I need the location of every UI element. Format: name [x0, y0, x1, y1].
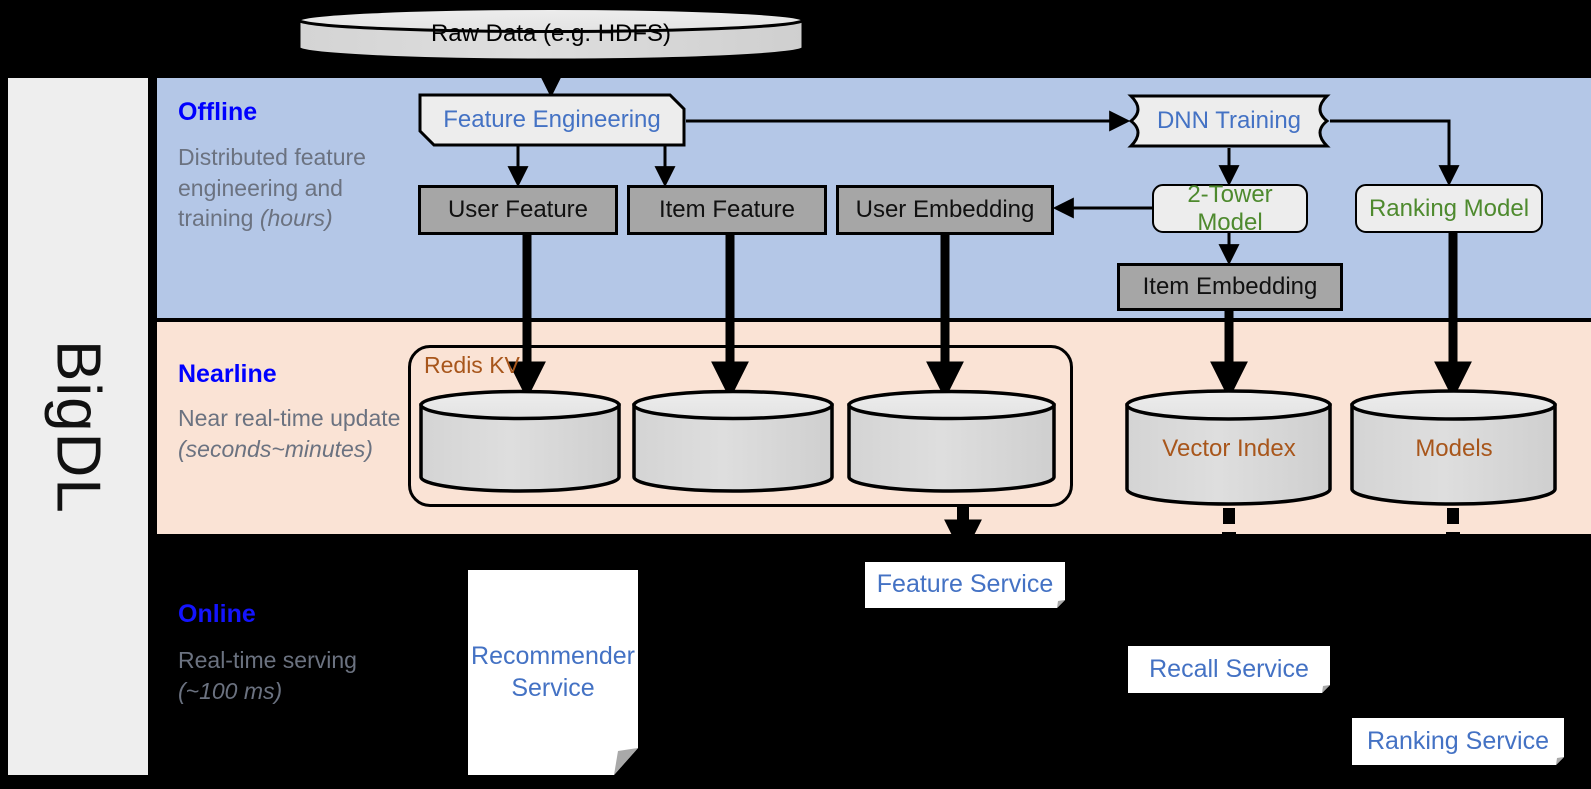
offline-subtitle-italic: (hours) — [259, 205, 333, 232]
recall-service-label: Recall Service — [1149, 654, 1309, 683]
recall-service-node[interactable]: Recall Service — [1128, 646, 1330, 693]
ranking-model-node[interactable]: Ranking Model — [1355, 184, 1543, 233]
user-feature-node[interactable]: User Feature — [418, 185, 618, 235]
store-item-feature-label — [631, 389, 836, 493]
online-title: Online — [178, 600, 256, 628]
feature-engineering-label: Feature Engineering — [443, 106, 661, 133]
nearline-subtitle: Near real-time update (seconds~minutes) — [178, 403, 408, 464]
recommender-service-label: Recommender Service — [471, 642, 635, 702]
models-cylinder[interactable]: Models — [1349, 389, 1559, 508]
ranking-service-label: Ranking Service — [1366, 726, 1550, 755]
store-user-embedding-label — [846, 389, 1058, 493]
redis-kv-container — [408, 345, 1073, 507]
offline-title: Offline — [178, 98, 258, 126]
offline-subtitle: Distributed feature engineering and trai… — [178, 142, 378, 234]
redis-kv-label: Redis KV — [424, 352, 520, 378]
user-embedding-node[interactable]: User Embedding — [836, 185, 1054, 235]
dnn-training-node[interactable]: DNN Training — [1127, 93, 1331, 149]
dnn-training-label: DNN Training — [1156, 107, 1302, 134]
ranking-service-node[interactable]: Ranking Service — [1352, 718, 1564, 765]
online-subtitle-italic: (~100 ms) — [178, 677, 283, 704]
bigdl-label: BigDL — [43, 339, 113, 514]
feature-service-label: Feature Service — [876, 570, 1054, 599]
models-label: Models — [1415, 434, 1493, 462]
nearline-title: Nearline — [178, 360, 277, 388]
online-subtitle-plain: Real-time serving — [178, 647, 357, 673]
raw-data-label: Raw Data (e.g. HDFS) — [430, 20, 672, 47]
store-user-embedding-cylinder[interactable] — [846, 389, 1058, 493]
recommender-service-node[interactable]: Recommender Service — [468, 570, 638, 775]
feature-service-node[interactable]: Feature Service — [865, 562, 1065, 608]
online-subtitle: Real-time serving (~100 ms) — [178, 645, 368, 706]
store-user-feature-cylinder[interactable] — [418, 389, 623, 493]
raw-data-cylinder: Raw Data (e.g. HDFS) — [296, 6, 806, 62]
offline-subtitle-plain: Distributed feature engineering and trai… — [178, 144, 366, 232]
store-item-feature-cylinder[interactable] — [631, 389, 836, 493]
bigdl-rail: BigDL — [8, 78, 148, 775]
vector-index-cylinder[interactable]: Vector Index — [1124, 389, 1334, 508]
two-tower-model-node[interactable]: 2-Tower Model — [1152, 181, 1308, 236]
store-user-feature-label — [418, 389, 623, 493]
item-embedding-node[interactable]: Item Embedding — [1117, 263, 1343, 311]
item-feature-node[interactable]: Item Feature — [627, 185, 827, 235]
nearline-subtitle-italic: (seconds~minutes) — [178, 435, 373, 462]
vector-index-label: Vector Index — [1162, 434, 1296, 462]
nearline-subtitle-plain: Near real-time update — [178, 405, 401, 431]
feature-engineering-node[interactable]: Feature Engineering — [418, 93, 686, 147]
